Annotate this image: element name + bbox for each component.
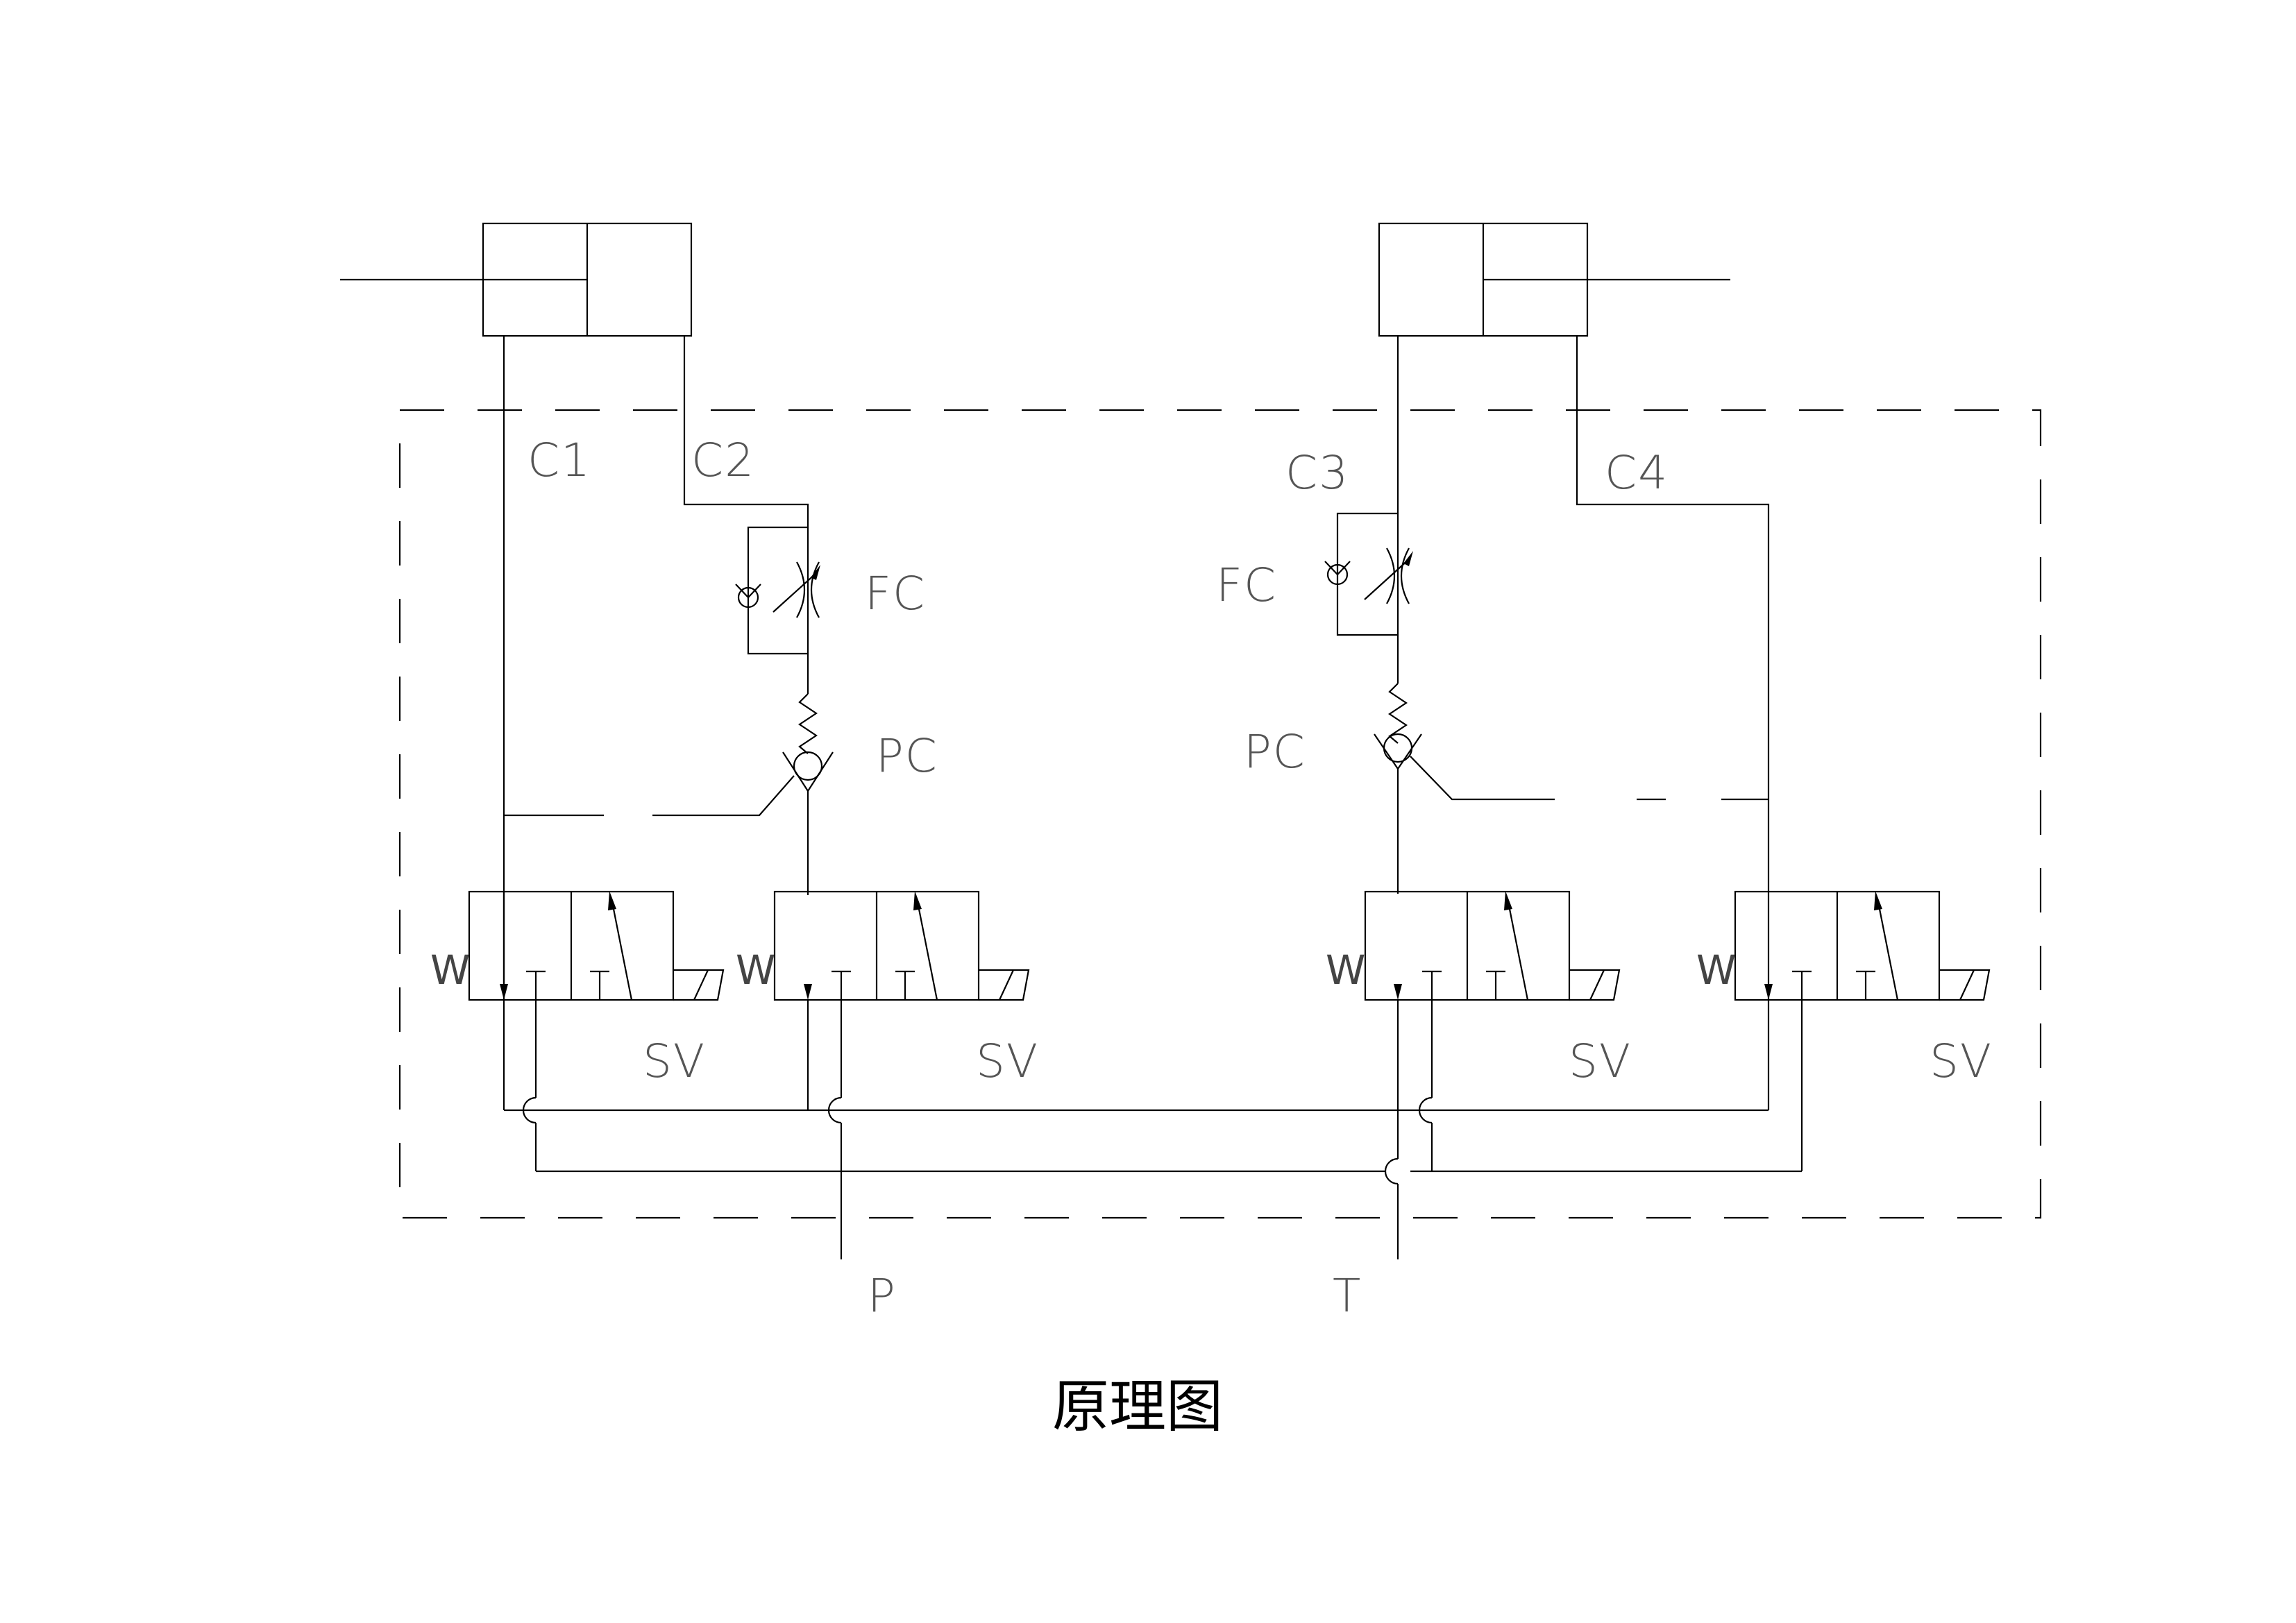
solenoid-valve-2 bbox=[773, 890, 1030, 1001]
label-fc-right: FC bbox=[1216, 559, 1277, 612]
pressure-and-return-lines bbox=[503, 1000, 1803, 1259]
label-p: P bbox=[868, 1269, 897, 1323]
label-c4: C4 bbox=[1605, 446, 1669, 500]
line-c4 bbox=[1576, 336, 1770, 1110]
label-c3: C3 bbox=[1285, 446, 1349, 500]
cylinder-right bbox=[1378, 222, 1730, 337]
solenoid-valve-1 bbox=[468, 890, 725, 1001]
valve-mark-w-1: W bbox=[430, 946, 470, 994]
label-sv-1: SV bbox=[643, 1035, 706, 1088]
flow-control-right bbox=[1324, 547, 1413, 604]
valve-mark-w-4: W bbox=[1696, 946, 1736, 994]
label-fc-left: FC bbox=[865, 567, 926, 620]
valve-mark-w-3: W bbox=[1326, 946, 1365, 994]
diagram-title: 原理图 bbox=[1052, 1374, 1223, 1440]
label-c1: C1 bbox=[527, 434, 591, 487]
label-t: T bbox=[1333, 1269, 1362, 1323]
flow-control-left bbox=[735, 561, 820, 618]
manifold-boundary bbox=[398, 409, 2042, 1219]
label-sv-4: SV bbox=[1930, 1035, 1993, 1088]
solenoid-valve-4 bbox=[1734, 890, 1991, 1001]
label-c2: C2 bbox=[691, 434, 755, 487]
line-c2 bbox=[683, 336, 809, 527]
solenoid-valve-3 bbox=[1364, 890, 1621, 1001]
valve-mark-w-2: W bbox=[736, 946, 775, 994]
label-sv-2: SV bbox=[976, 1035, 1039, 1088]
cylinder-left bbox=[340, 222, 693, 337]
label-pc-left: PC bbox=[876, 729, 938, 783]
label-pc-right: PC bbox=[1244, 725, 1306, 779]
pilot-check-right bbox=[1374, 683, 1555, 894]
pilot-check-left bbox=[652, 693, 834, 895]
label-sv-3: SV bbox=[1569, 1035, 1632, 1088]
